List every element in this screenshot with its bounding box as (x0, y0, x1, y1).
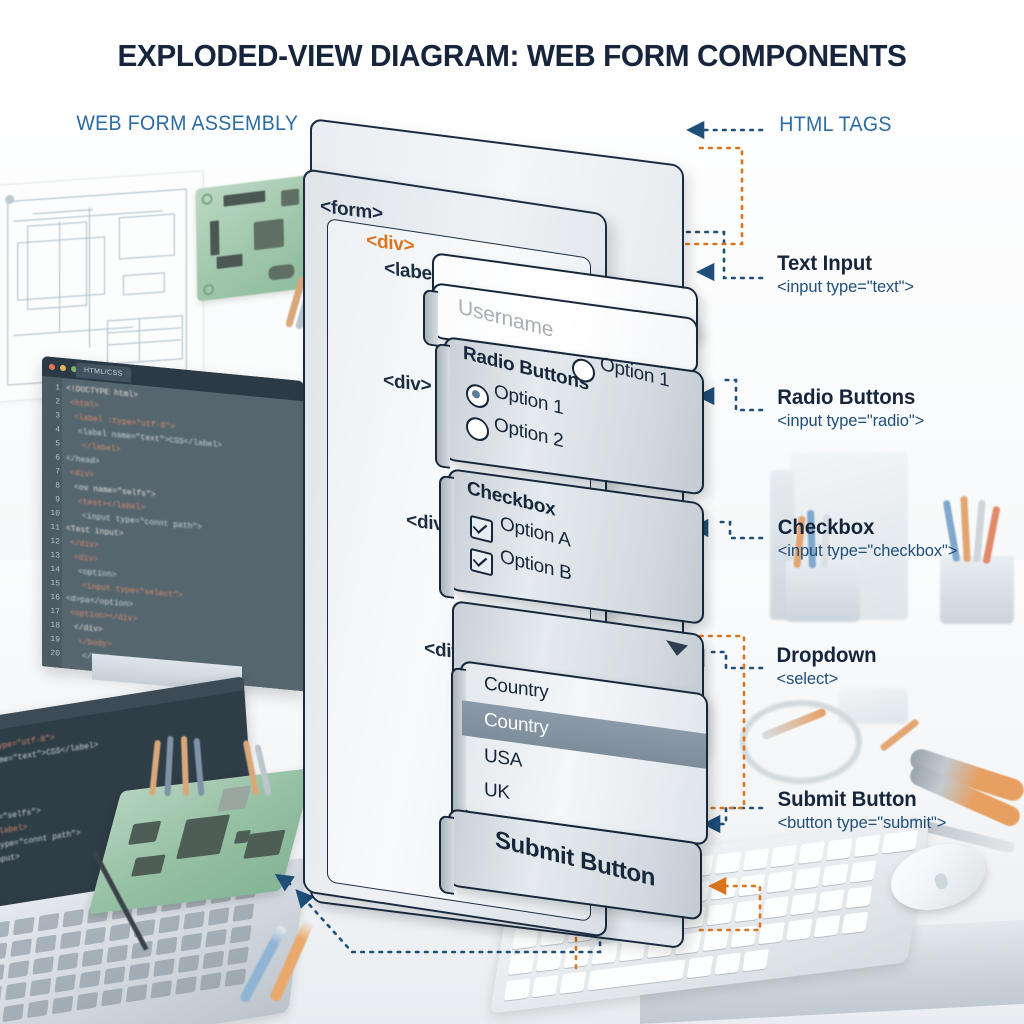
callout-submit: Submit Button <button type="submit"> (775, 788, 949, 833)
callout-dropdown-title: Dropdown (776, 644, 877, 667)
callout-radio-tag: <input type="radio"> (777, 411, 925, 430)
callout-radio: Radio Buttons <input type="radio"> (775, 386, 926, 431)
text-input-placeholder: Username (458, 295, 554, 343)
submit-button-edge (439, 814, 454, 895)
dropdown-selected-value: Country (484, 673, 549, 704)
callout-checkbox: Checkbox <input type="checkbox"> (775, 516, 960, 561)
text-input-edge (423, 288, 438, 347)
callout-radio-title: Radio Buttons (777, 386, 916, 409)
callout-submit-tag: <button type="submit"> (777, 813, 947, 832)
callout-text-input-title: Text Input (777, 252, 872, 275)
radio-option-2-label[interactable]: Option 2 (494, 413, 564, 453)
callout-checkbox-title: Checkbox (777, 516, 875, 539)
callout-text-input: Text Input <input type="text"> (775, 252, 916, 297)
callout-text-input-tag: <input type="text"> (777, 277, 914, 296)
callout-dropdown: Dropdown <select> (775, 644, 878, 689)
callout-submit-title: Submit Button (777, 788, 917, 811)
checkbox-option-a-label[interactable]: Option A (500, 513, 571, 552)
checkbox-option-b-input[interactable] (470, 547, 493, 577)
callout-dropdown-tag: <select> (776, 669, 839, 688)
page-title: EXPLODED-VIEW DIAGRAM: WEB FORM COMPONEN… (117, 38, 907, 73)
checkbox-card-edge (439, 474, 454, 599)
callout-checkbox-tag: <input type="checkbox"> (777, 541, 958, 560)
html-tags-label: HTML TAGS (779, 113, 892, 136)
radio-card-edge (435, 342, 450, 469)
submit-button-label: Submit Button (494, 825, 656, 893)
assembly-label: WEB FORM ASSEMBLY (76, 112, 299, 135)
checkbox-option-a-input[interactable] (470, 514, 493, 544)
radio-option-2-input[interactable] (466, 414, 489, 444)
radio-option-1-input[interactable] (466, 381, 489, 411)
checkbox-option-b-label[interactable]: Option B (500, 546, 572, 585)
chevron-down-icon (666, 640, 688, 659)
